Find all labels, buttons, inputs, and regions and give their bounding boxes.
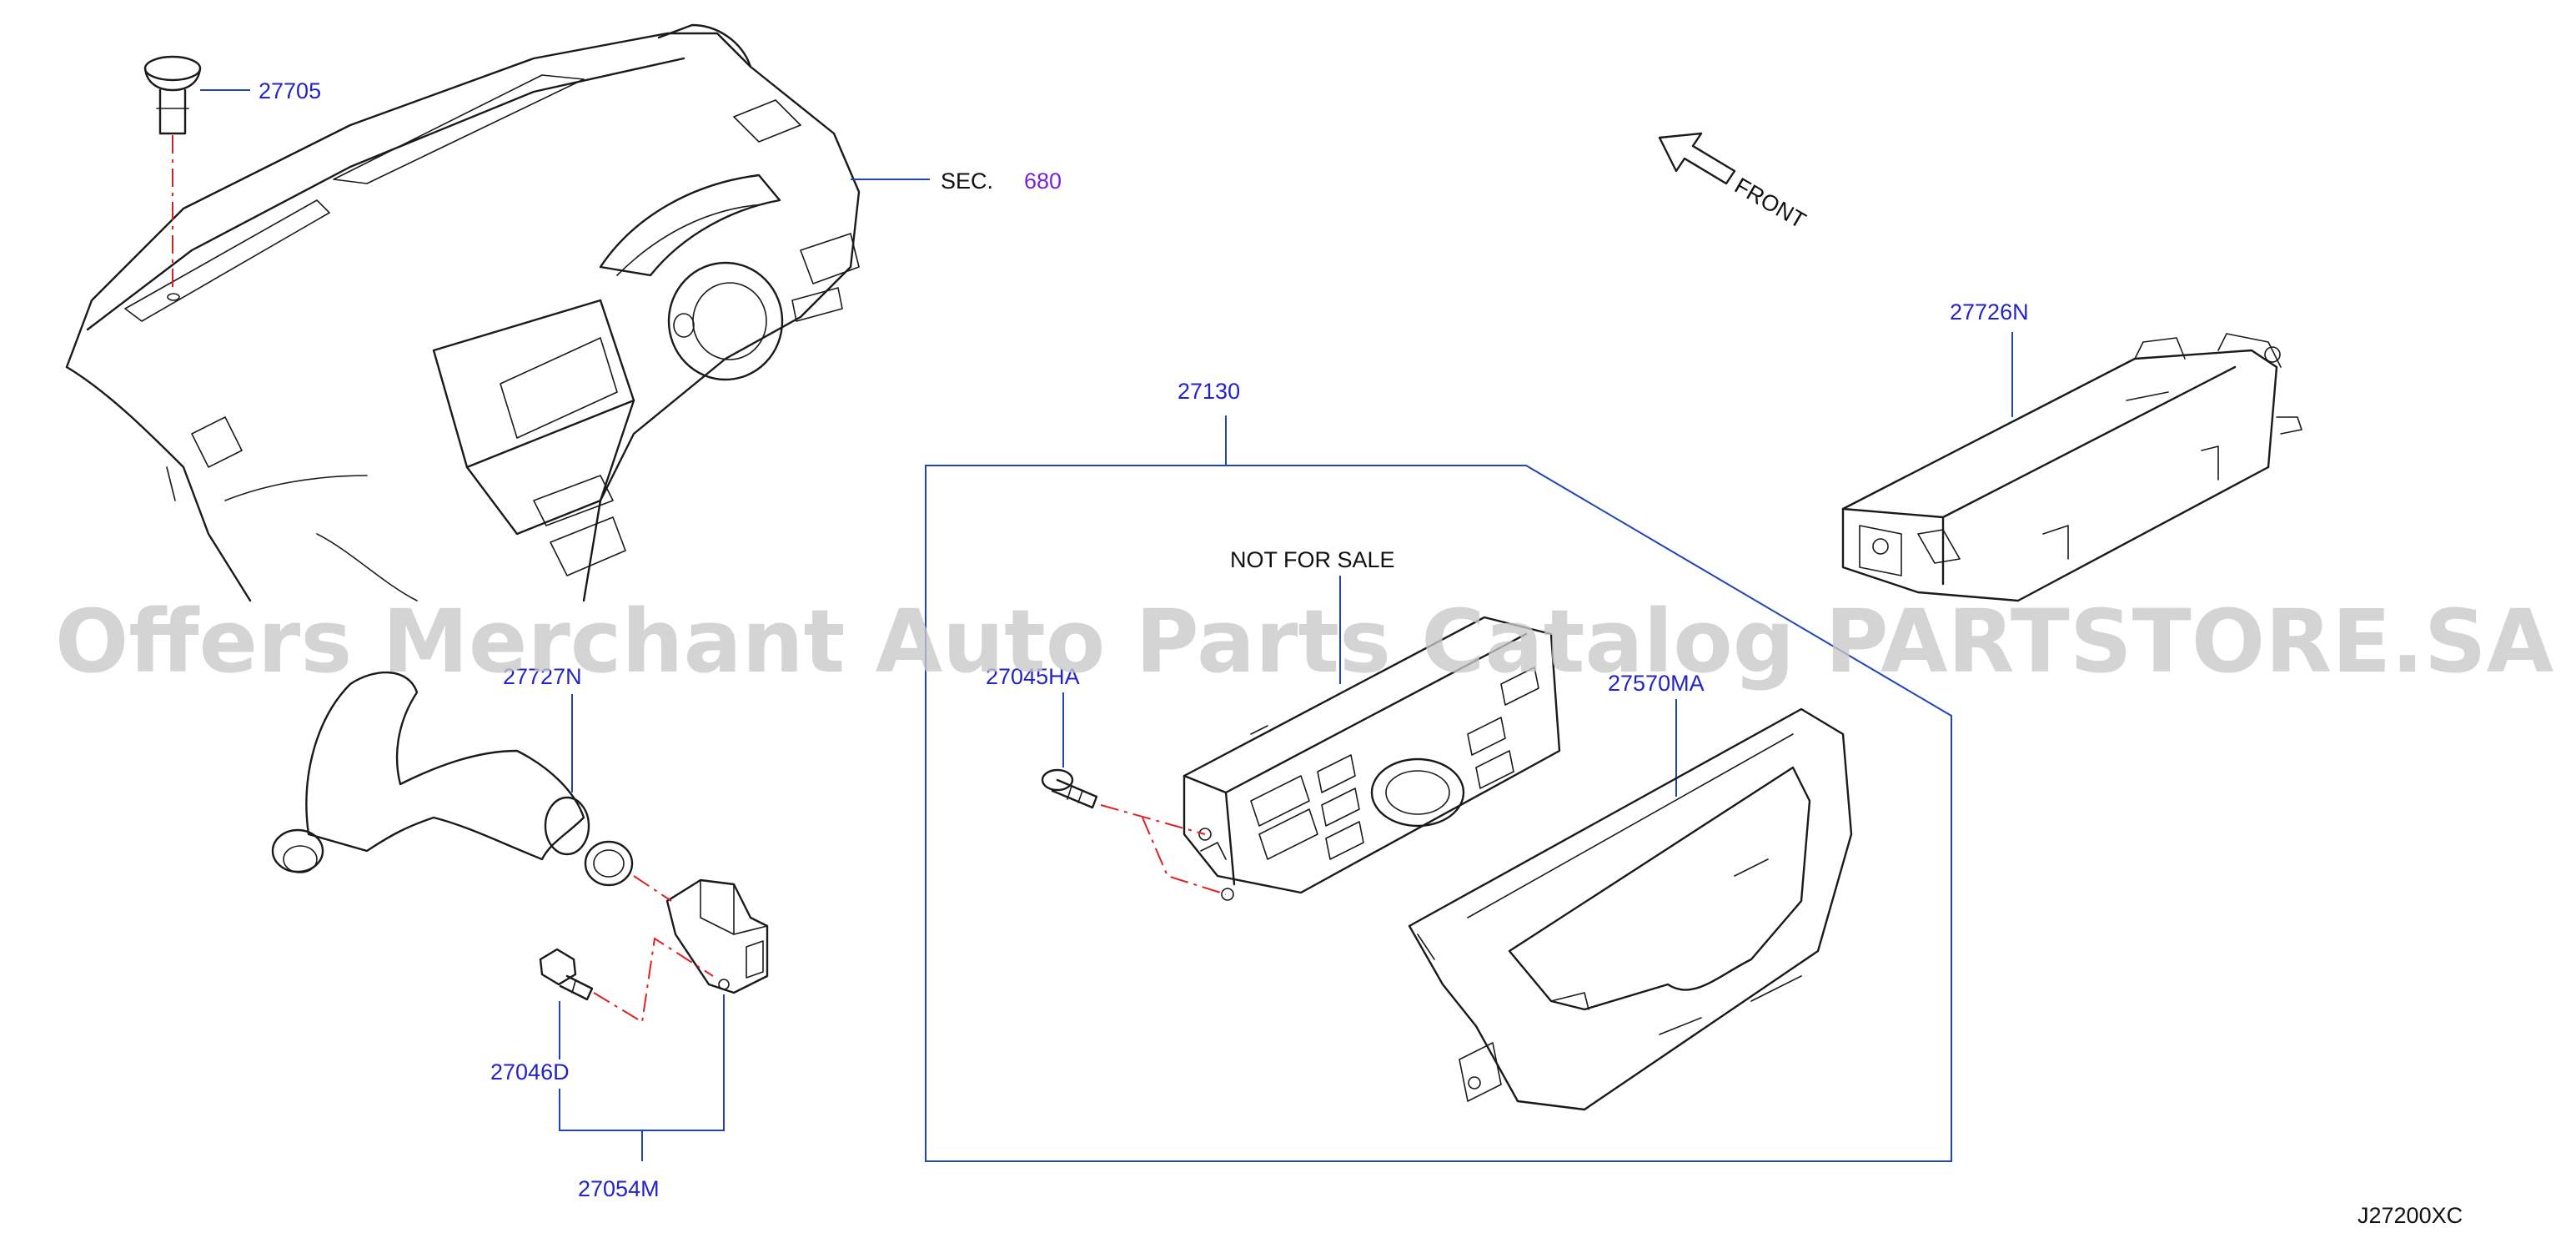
part-number-27045ha[interactable]: 27045HA xyxy=(986,664,1080,689)
watermark-text: Offers Merchant Auto Parts Catalog PARTS… xyxy=(55,591,2553,692)
module-27726n-drawing xyxy=(1841,333,2302,602)
control-panel-drawing xyxy=(1183,616,1561,901)
front-arrow-icon xyxy=(1658,132,1736,185)
not-for-sale-note: NOT FOR SALE xyxy=(1230,547,1395,572)
part-number-27727n[interactable]: 27727N xyxy=(503,664,582,689)
part-number-27046d[interactable]: 27046D xyxy=(490,1059,570,1085)
centerline-27045ha-a xyxy=(1100,804,1206,835)
part-number-27054m[interactable]: 27054M xyxy=(578,1176,660,1201)
section-ref-680[interactable]: 680 xyxy=(1024,169,1062,194)
part-number-27705[interactable]: 27705 xyxy=(259,78,321,103)
front-direction-label: FRONT xyxy=(1730,173,1810,233)
part-number-27570ma[interactable]: 27570MA xyxy=(1608,671,1705,696)
dashboard-drawing xyxy=(65,23,861,602)
finisher-27570ma-drawing xyxy=(1408,707,1853,1111)
screw-27045ha-drawing xyxy=(1041,768,1098,809)
group-boundary-27130 xyxy=(925,465,1952,1162)
part-number-27130[interactable]: 27130 xyxy=(1178,379,1240,404)
part-number-27726n[interactable]: 27726N xyxy=(1950,299,2029,325)
centerline-duct-sensor xyxy=(633,875,672,902)
centerline-27046d xyxy=(593,937,714,1024)
sensor-connector-drawing xyxy=(665,878,769,994)
diagram-code: J27200XC xyxy=(2358,1203,2463,1228)
bolt-27046d-drawing xyxy=(539,948,594,1001)
sensor-27705-drawing xyxy=(143,55,202,135)
aspirator-duct-27727n-drawing xyxy=(271,671,634,887)
leader-27054m-bracket xyxy=(559,994,725,1131)
section-ref-prefix: SEC. xyxy=(941,169,993,194)
centerline-27045ha-b xyxy=(1142,817,1227,895)
